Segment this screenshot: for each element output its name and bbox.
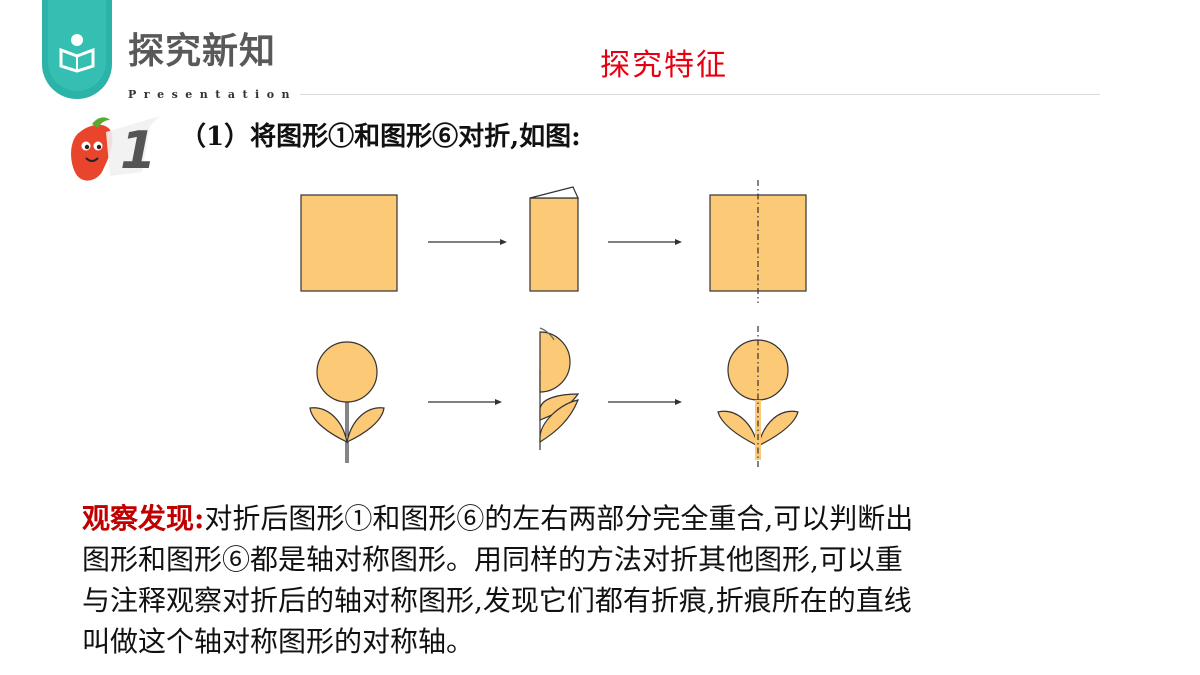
step-instruction: （1）将图形①和图形⑥对折,如图: bbox=[180, 122, 581, 152]
page-subtitle: Presentation bbox=[128, 88, 298, 101]
observation-line: 叫做这个轴对称图形的对称轴。 bbox=[82, 625, 475, 658]
flower-figure bbox=[309, 341, 385, 463]
chili-mascot-icon: 1 bbox=[71, 116, 160, 181]
observation-line-text: 对折后图形①和图形⑥的左右两部分完全重合,可以判断出 bbox=[204, 502, 914, 535]
observation-line: 图形和图形⑥都是轴对称图形。用同样的方法对折其他图形,可以重 bbox=[82, 543, 903, 576]
arrow-icon bbox=[608, 239, 682, 245]
folding-figures bbox=[300, 180, 807, 470]
page-title: 探究新知 bbox=[128, 31, 277, 72]
observation-label: 观察发现: bbox=[82, 502, 205, 535]
arrow-icon bbox=[608, 399, 682, 405]
observation-line: 与注释观察对折后的轴对称图形,发现它们都有折痕,折痕所在的直线 bbox=[82, 584, 912, 617]
folded-square-figure bbox=[529, 186, 579, 292]
square-figure bbox=[300, 194, 398, 292]
step-number: 1 bbox=[120, 121, 156, 181]
header-divider bbox=[300, 94, 1100, 95]
observation-line: 观察发现:对折后图形①和图形⑥的左右两部分完全重合,可以判断出 bbox=[82, 498, 1132, 539]
observation-text: 观察发现:对折后图形①和图形⑥的左右两部分完全重合,可以判断出 图形和图形⑥都是… bbox=[82, 498, 1132, 662]
reading-person-icon bbox=[59, 34, 95, 73]
folded-flower-figure bbox=[539, 327, 580, 450]
header-badge bbox=[42, 0, 112, 99]
section-label: 探究特征 bbox=[600, 48, 728, 83]
arrow-icon bbox=[428, 239, 507, 245]
arrow-icon bbox=[428, 399, 502, 405]
